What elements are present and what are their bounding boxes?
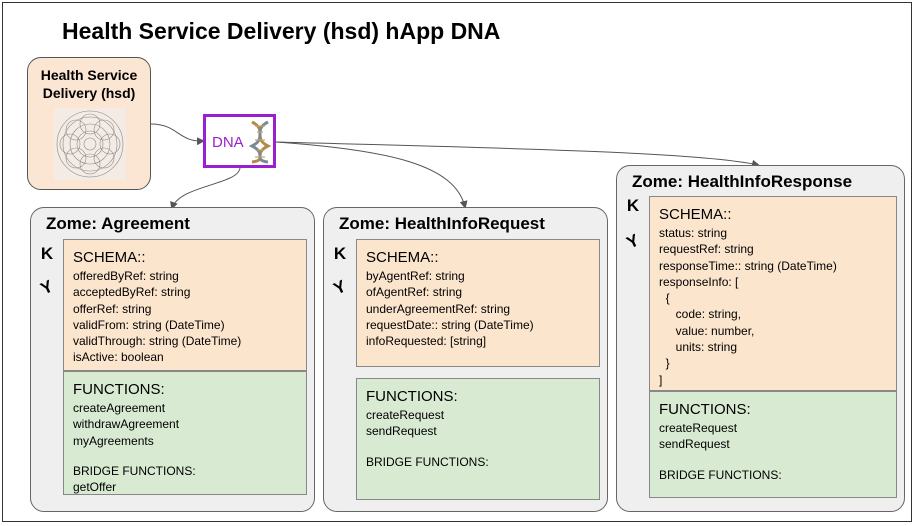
zome-agreement: Zome: Agreement K Y SCHEMA:: offeredByRe… bbox=[30, 207, 315, 512]
arrow-dna-to-agreement bbox=[170, 167, 241, 210]
entry-icon: K bbox=[626, 196, 640, 215]
schema-heading: SCHEMA:: bbox=[366, 249, 439, 266]
schema-heading: SCHEMA:: bbox=[659, 206, 732, 223]
schema-heading: SCHEMA:: bbox=[73, 249, 146, 266]
dna-box: DNA bbox=[203, 114, 276, 168]
schema-field: value: number, bbox=[659, 323, 755, 338]
schema-field: code: string, bbox=[659, 307, 742, 322]
function-name: createRequest bbox=[366, 408, 445, 422]
zome-title: Zome: Agreement bbox=[46, 214, 190, 233]
zome-title: Zome: HealthInfoRequest bbox=[339, 214, 545, 233]
functions-box: FUNCTIONS: createRequest sendRequest BRI… bbox=[356, 378, 600, 500]
bridge-functions-heading: BRIDGE FUNCTIONS: bbox=[366, 454, 489, 469]
zome-health-info-response: Zome: HealthInfoResponse K Y SCHEMA:: st… bbox=[616, 165, 905, 512]
link-icon: Y bbox=[37, 276, 56, 299]
functions-box: FUNCTIONS: createAgreement withdrawAgree… bbox=[63, 371, 307, 495]
schema-field: validFrom: string (DateTime) bbox=[73, 317, 225, 332]
schema-field: ] bbox=[659, 372, 663, 387]
schema-field: underAgreementRef: string bbox=[366, 301, 511, 316]
schema-field: infoRequested: [string] bbox=[366, 334, 487, 349]
zome-health-info-request: Zome: HealthInfoRequest K Y SCHEMA:: byA… bbox=[323, 207, 608, 512]
entry-icon: K bbox=[333, 244, 347, 263]
functions-heading: FUNCTIONS: bbox=[73, 381, 165, 398]
dna-helix-icon bbox=[248, 120, 272, 164]
schema-field: responseTime:: string (DateTime) bbox=[659, 258, 837, 273]
schema-field: offeredByRef: string bbox=[73, 269, 179, 283]
bridge-function-name: getOffer bbox=[73, 480, 117, 495]
mandala-icon bbox=[54, 108, 126, 180]
schema-box: SCHEMA:: status: string requestRef: stri… bbox=[649, 196, 897, 391]
schema-field: ofAgentRef: string bbox=[366, 285, 463, 300]
functions-heading: FUNCTIONS: bbox=[659, 401, 751, 418]
functions-box: FUNCTIONS: createRequest sendRequest BRI… bbox=[649, 391, 897, 498]
arrow-dna-to-request bbox=[275, 141, 468, 209]
function-name: withdrawAgreement bbox=[73, 417, 180, 432]
dna-label: DNA bbox=[212, 134, 244, 151]
schema-field: byAgentRef: string bbox=[366, 269, 465, 283]
function-name: sendRequest bbox=[366, 424, 437, 439]
function-name: sendRequest bbox=[659, 437, 730, 452]
function-name: createAgreement bbox=[73, 401, 166, 415]
schema-field: } bbox=[659, 356, 670, 371]
link-icon: Y bbox=[330, 276, 349, 299]
link-icon: Y bbox=[623, 230, 642, 253]
schema-field: { bbox=[659, 291, 670, 306]
schema-field: responseInfo: [ bbox=[659, 274, 739, 289]
schema-field: validThrough: string (DateTime) bbox=[73, 334, 242, 349]
arrow-dna-to-response bbox=[275, 141, 760, 168]
entry-icon: K bbox=[40, 244, 54, 263]
bridge-functions-heading: BRIDGE FUNCTIONS: bbox=[659, 467, 782, 482]
bridge-functions-heading: BRIDGE FUNCTIONS: bbox=[73, 463, 196, 478]
schema-field: units: string bbox=[659, 340, 738, 355]
zome-title: Zome: HealthInfoResponse bbox=[632, 172, 853, 191]
schema-field: status: string bbox=[659, 226, 728, 240]
schema-box: SCHEMA:: byAgentRef: string ofAgentRef: … bbox=[356, 239, 600, 367]
diagram-title: Health Service Delivery (hsd) hApp DNA bbox=[62, 18, 501, 44]
functions-heading: FUNCTIONS: bbox=[366, 388, 458, 405]
function-name: createRequest bbox=[659, 421, 738, 435]
function-name: myAgreements bbox=[73, 433, 154, 448]
happ-card: Health Service Delivery (hsd) bbox=[27, 57, 151, 190]
schema-field: acceptedByRef: string bbox=[73, 285, 191, 300]
schema-box: SCHEMA:: offeredByRef: string acceptedBy… bbox=[63, 239, 307, 371]
schema-field: requestDate:: string (DateTime) bbox=[366, 317, 534, 332]
schema-field: offerRef: string bbox=[73, 301, 152, 316]
schema-field: requestRef: string bbox=[659, 242, 754, 257]
happ-name: Health Service Delivery (hsd) bbox=[40, 67, 138, 101]
schema-field: isActive: boolean bbox=[73, 350, 164, 365]
arrow-app-to-dna bbox=[150, 123, 205, 146]
